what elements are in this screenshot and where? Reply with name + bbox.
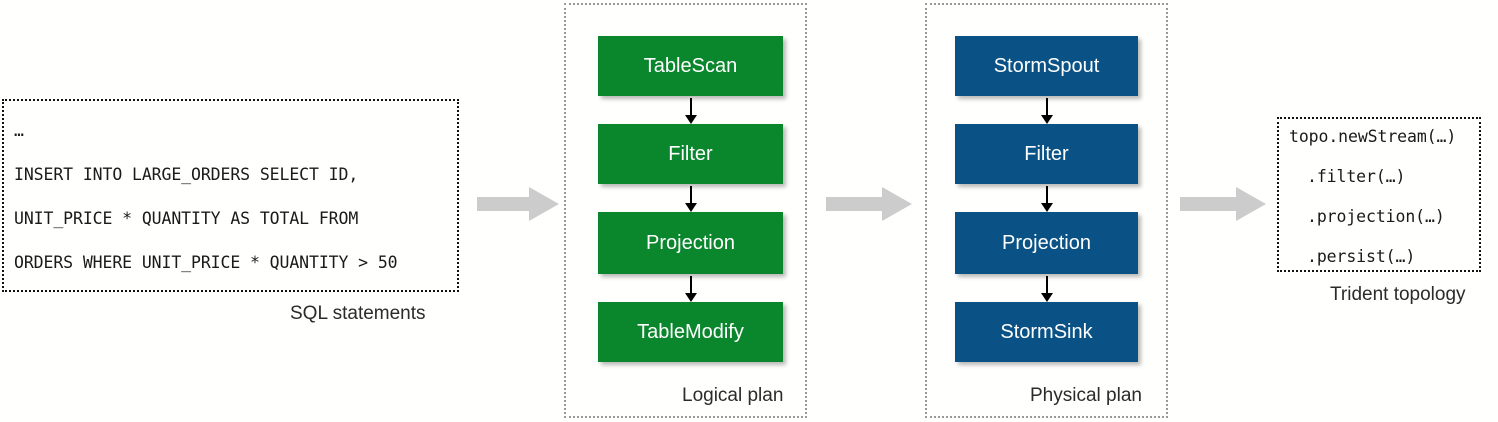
physical-node-projection: Projection <box>955 212 1138 274</box>
physical-arrow-1 <box>1040 98 1054 124</box>
physical-plan-caption: Physical plan <box>1030 385 1142 406</box>
logical-node-tablemodify: TableModify <box>598 302 783 362</box>
logical-plan-container <box>564 3 807 418</box>
logical-node-filter: Filter <box>598 124 783 184</box>
logical-plan-caption: Logical plan <box>682 385 784 406</box>
trident-line-4: .persist(…) <box>1307 247 1416 266</box>
flow-arrow-logical-to-physical <box>826 187 912 221</box>
trident-line-3: .projection(…) <box>1307 207 1445 226</box>
logical-arrow-3 <box>684 276 698 302</box>
logical-arrow-1 <box>684 98 698 124</box>
logical-node-projection: Projection <box>598 212 783 274</box>
sql-line-3: UNIT_PRICE * QUANTITY AS TOTAL FROM <box>14 209 359 228</box>
physical-node-stormspout: StormSpout <box>955 36 1138 96</box>
logical-node-tablescan: TableScan <box>598 36 783 96</box>
sql-line-2: INSERT INTO LARGE_ORDERS SELECT ID, <box>14 165 359 184</box>
sql-statements-caption: SQL statements <box>290 303 426 324</box>
sql-line-4: ORDERS WHERE UNIT_PRICE * QUANTITY > 50 <box>14 253 398 272</box>
flow-arrow-physical-to-trident <box>1180 187 1266 221</box>
flow-arrow-sql-to-logical <box>477 187 559 221</box>
physical-plan-container <box>925 3 1168 418</box>
sql-line-1: … <box>14 121 24 140</box>
logical-arrow-2 <box>684 186 698 212</box>
physical-node-filter: Filter <box>955 124 1138 184</box>
sql-statements-box: … INSERT INTO LARGE_ORDERS SELECT ID, UN… <box>2 99 459 292</box>
trident-line-2: .filter(…) <box>1307 167 1406 186</box>
physical-node-stormsink: StormSink <box>955 302 1138 362</box>
trident-topology-caption: Trident topology <box>1330 284 1466 305</box>
trident-topology-box: topo.newStream(…) .filter(…) .projection… <box>1277 117 1481 272</box>
trident-line-1: topo.newStream(…) <box>1289 127 1457 146</box>
physical-arrow-2 <box>1040 186 1054 212</box>
physical-arrow-3 <box>1040 276 1054 302</box>
